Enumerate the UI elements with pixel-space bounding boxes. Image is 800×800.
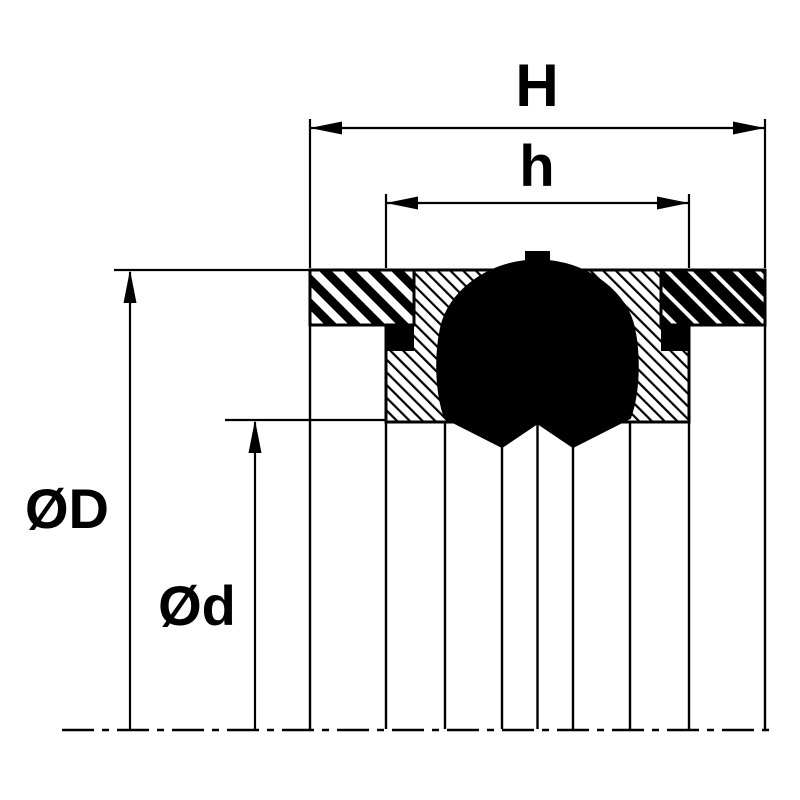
corner-step-left — [386, 325, 414, 351]
dimension-Od: Ød — [158, 418, 386, 730]
arrowhead-up — [248, 420, 262, 453]
arrowhead-right — [733, 121, 765, 135]
corner-step-right — [661, 325, 689, 351]
dimension-OD-label: ØD — [25, 477, 109, 540]
flange-ring-right — [659, 268, 767, 327]
dimension-h: h — [384, 134, 691, 268]
arrowhead-left — [386, 196, 418, 210]
projection-lines — [308, 325, 767, 729]
flange-ring-left — [308, 268, 416, 327]
elastomer-core — [436, 251, 639, 449]
dimension-OD: ØD — [25, 268, 310, 730]
dimension-h-label: h — [519, 134, 554, 199]
arrowhead-right — [657, 196, 689, 210]
seal-cross-section — [308, 251, 767, 449]
dimension-H-label: H — [515, 52, 558, 119]
arrowhead-left — [310, 121, 342, 135]
dimension-Od-label: Ød — [158, 574, 236, 637]
dimension-H: H — [308, 52, 767, 268]
arrowhead-up — [123, 270, 137, 303]
